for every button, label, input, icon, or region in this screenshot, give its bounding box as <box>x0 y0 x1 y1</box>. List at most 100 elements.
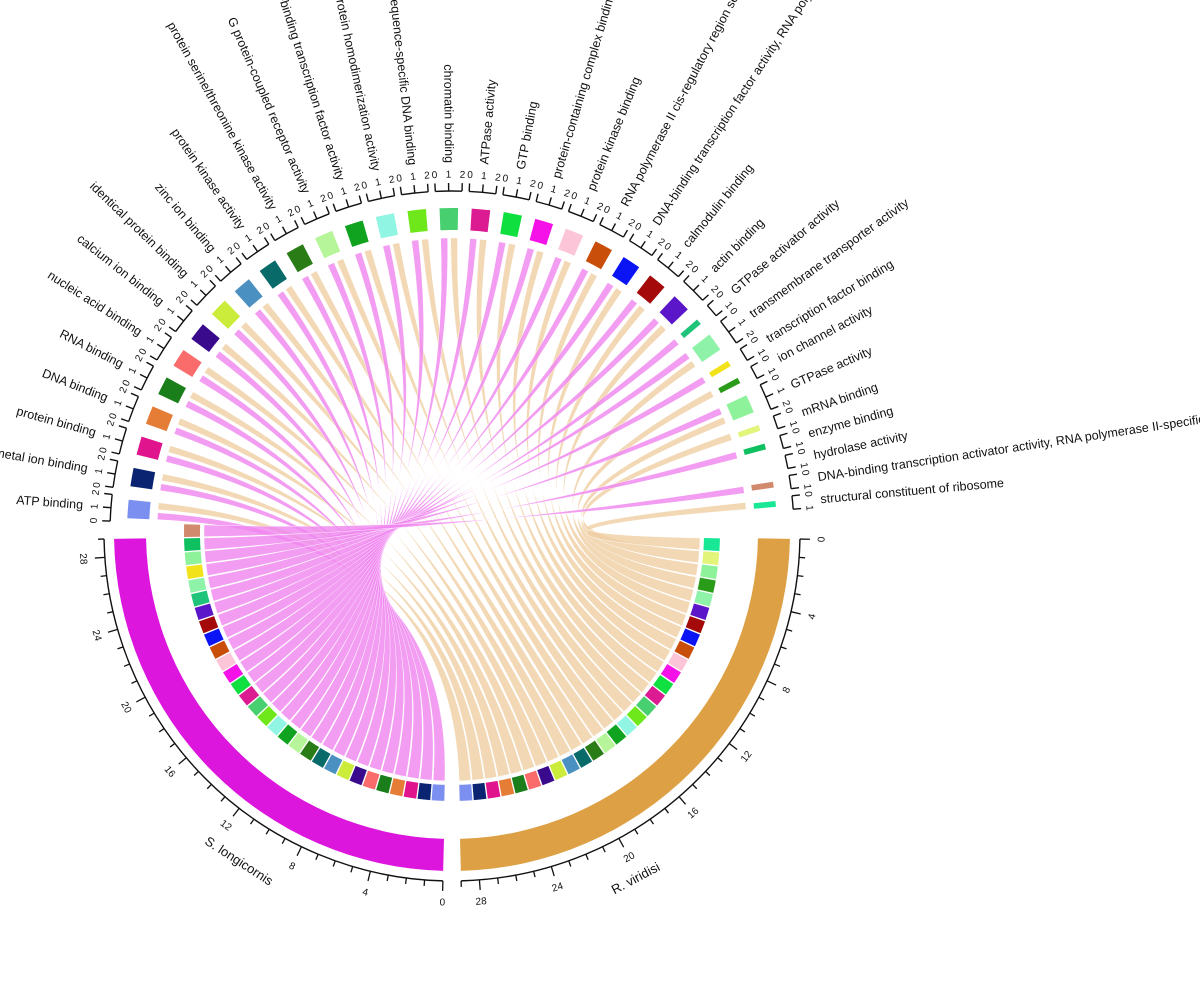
term-block-protein-serine-threonine-kinase-activity <box>286 244 313 273</box>
term-tick-label: 1 <box>515 176 523 188</box>
chord-r-viridisi-nucleic-acid-binding <box>204 366 535 771</box>
species-tick-label: 4 <box>807 612 819 620</box>
chord-r-viridisi-gtp-binding <box>496 243 658 683</box>
chord-s-longicornis-protein-kinase-binding <box>233 256 563 662</box>
term-tick-label: 0 <box>602 204 612 217</box>
term-tick-label: 2 <box>562 188 571 200</box>
strip-r-viridisi-chromatin-binding <box>636 696 657 717</box>
term-tick-label: 1 <box>339 186 348 198</box>
chord-s-longicornis-transmembrane-transporter-activity <box>207 352 691 589</box>
strip-s-longicornis-actin-binding <box>194 603 214 621</box>
term-tick-label: 2 <box>105 419 117 428</box>
term-tick-label: 1 <box>582 195 592 207</box>
strip-s-longicornis-dna-binding-transcription-factor-activity <box>277 724 298 745</box>
strip-r-viridisi-atp-binding <box>459 784 473 801</box>
term-tick-label: 2 <box>626 217 637 230</box>
strip-s-longicornis-dna-binding-transcription-factor-activity-rna-polymerase-ii-specific <box>203 628 224 647</box>
strip-s-longicornis-protein-homodimerization-activity <box>267 715 288 736</box>
term-axis-dna-binding: 012 <box>108 385 140 423</box>
term-axis-metal-ion-binding: 012 <box>92 453 119 489</box>
term-tick-label: 1 <box>306 198 316 210</box>
term-block-enzyme-binding <box>743 443 767 455</box>
strip-s-longicornis-protein-serine-threonine-kinase-activity <box>300 740 320 761</box>
term-axis-transmembrane-transporter-activity: 012 <box>720 306 756 344</box>
term-block-g-protein-coupled-receptor-activity <box>315 230 341 259</box>
chord-r-viridisi-protein-homodimerization-activity <box>392 242 624 721</box>
species-tick-label: 12 <box>218 818 234 834</box>
chord-s-longicornis-rna-polymerase-ii-cis-regulatory-region-sequence-specific-dna-binding <box>227 268 589 650</box>
term-label-dna-binding-transcription-factor-activity: DNA-binding transcription factor activit… <box>268 0 348 183</box>
species-tick-label: 4 <box>361 887 369 899</box>
term-tick-label: 0 <box>108 411 120 420</box>
term-label-atp-binding: ATP binding <box>16 493 84 512</box>
term-tick-label: 2 <box>529 178 537 190</box>
term-tick-label: 1 <box>127 365 140 375</box>
strip-r-viridisi-calmodulin-binding <box>685 616 706 634</box>
term-tick-label: 2 <box>743 329 755 340</box>
strip-s-longicornis-dna-binding-transcription-activator-activity-rna-polymerase-ii-specific <box>184 524 201 537</box>
term-axis-gtpase-activity: 012 <box>759 373 792 410</box>
strip-s-longicornis-gtpase-activity <box>184 551 202 566</box>
chord-s-longicornis-dna-binding-transcription-factor-activity-rna-polymerase-ii-specific <box>222 282 614 639</box>
strip-r-viridisi-protein-containing-complex-binding <box>660 664 681 684</box>
term-tick-label: 1 <box>765 366 778 376</box>
strip-r-viridisi-calcium-ion-binding <box>537 765 555 786</box>
strip-r-viridisi-metal-ion-binding <box>472 782 487 801</box>
chord-s-longicornis-chromatin-binding <box>262 237 448 703</box>
strip-r-viridisi-mrna-binding <box>702 551 720 566</box>
term-block-structural-constituent-of-ribosome <box>753 501 776 509</box>
term-block-dna-binding <box>145 406 173 432</box>
term-label-atpase-activity: ATPase activity <box>477 78 499 165</box>
chord-s-longicornis-dna-binding-transcription-activator-activity-rna-polymerase-ii-specific <box>203 486 745 537</box>
chord-s-longicornis-protein-serine-threonine-kinase-activity <box>301 275 383 744</box>
strip-r-viridisi-protein-binding <box>485 780 501 799</box>
term-axis-hydrolase-activity: 01 <box>784 448 810 470</box>
species-tick-label: 0 <box>817 536 828 542</box>
term-block-dna-binding-transcription-factor-activity <box>344 220 369 247</box>
species-sector-r-viridisi <box>460 538 790 871</box>
term-tick-label: 1 <box>798 462 810 470</box>
strip-r-viridisi-rna-polymerase-ii-cis-regulatory-region-sequence-specific-dna-binding <box>674 640 695 659</box>
term-label-metal-ion-binding: metal ion binding <box>0 445 89 475</box>
term-tick-label: 0 <box>232 240 243 252</box>
term-tick-label: 2 <box>133 353 146 364</box>
term-tick-label: 2 <box>91 489 103 496</box>
term-block-metal-ion-binding <box>130 467 156 490</box>
strip-r-viridisi-actin-binding <box>690 603 710 621</box>
term-label-protein-homodimerization-activity: protein homodimerization activity <box>332 0 383 173</box>
chord-r-viridisi-protein-serine-threonine-kinase-activity <box>310 270 593 744</box>
strip-r-viridisi-transmembrane-transporter-activity <box>694 590 713 607</box>
chord-s-longicornis-calcium-ion-binding <box>215 351 391 767</box>
term-tick-label: 1 <box>165 305 177 317</box>
chord-s-longicornis-g-protein-coupled-receptor-activity <box>300 262 386 737</box>
species-tick-label: 0 <box>439 897 445 908</box>
term-tick-label: 2 <box>174 294 186 306</box>
term-block-protein-kinase-activity <box>259 260 287 289</box>
term-tick-label: 2 <box>152 323 164 334</box>
strip-r-viridisi-dna-binding-transcription-factor-activity-rna-polymerase-ii-specific <box>680 628 701 647</box>
term-tick-label: 0 <box>662 241 673 253</box>
term-tick-label: 2 <box>255 224 266 237</box>
term-tick-label: 0 <box>261 221 272 234</box>
term-tick-label: 0 <box>782 406 794 415</box>
term-tick-label: 0 <box>431 170 438 181</box>
term-tick-label: 1 <box>793 440 805 449</box>
strip-s-longicornis-identical-protein-binding <box>336 760 355 781</box>
chord-r-viridisi-rna-binding <box>189 391 523 775</box>
term-axis-protein-kinase-activity: 012 <box>232 224 270 260</box>
term-tick-label: 0 <box>633 221 644 234</box>
term-tick-label: 0 <box>137 346 150 357</box>
term-tick-label: 2 <box>353 182 362 194</box>
term-tick-label: 2 <box>226 245 238 257</box>
term-axis-structural-constituent-of-ribosome: 01 <box>791 491 815 512</box>
term-tick-label: 0 <box>536 180 545 192</box>
term-tick-label: 2 <box>708 284 720 296</box>
term-block-calmodulin-binding <box>636 275 665 304</box>
term-tick-label: 0 <box>326 190 335 202</box>
term-axis-identical-protein-binding: 012 <box>179 268 216 306</box>
